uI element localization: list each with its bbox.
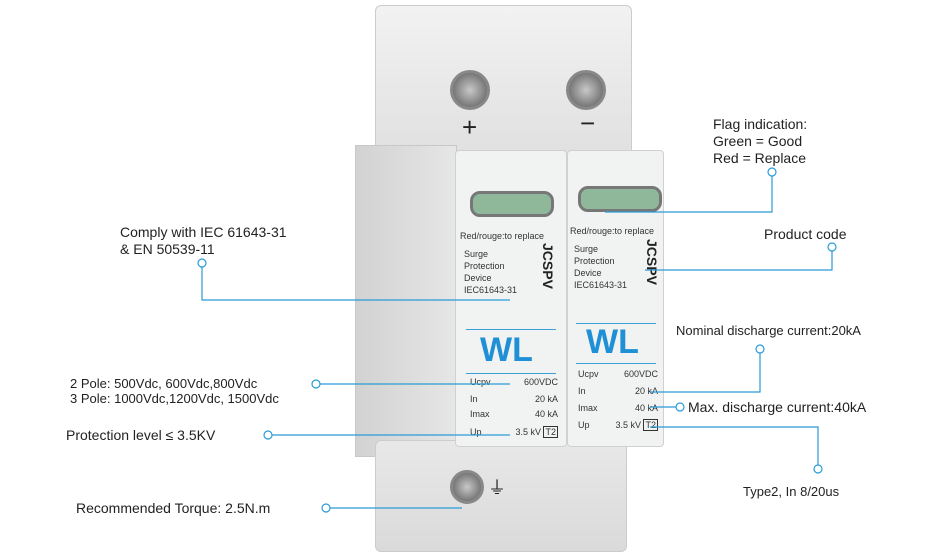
spec-value: 600VDC	[523, 377, 558, 387]
screw-minus-icon	[566, 70, 606, 110]
callout-text: Green = Good	[713, 133, 803, 149]
type-badge: T2	[543, 426, 558, 438]
poles-callout: 2 Pole: 500Vdc, 600Vdc,800Vdc 3 Pole: 10…	[70, 376, 279, 406]
product-code-line	[645, 250, 833, 271]
spec-value: 3.5 kV	[515, 427, 541, 437]
comply-callout: Comply with IEC 61643-31 & EN 50539-11	[120, 224, 287, 258]
plus-symbol: +	[462, 112, 478, 142]
flag-line	[605, 175, 773, 213]
module-text: Protection	[574, 256, 615, 266]
flag-window	[578, 186, 662, 212]
screw-plus-icon	[450, 70, 490, 110]
screw-ground-icon	[450, 470, 484, 504]
spec-key: In	[578, 386, 586, 396]
callout-text: 3 Pole: 1000Vdc,1200Vdc, 1500Vdc	[70, 391, 279, 406]
warning-text: Red/rouge:to replace	[460, 231, 545, 241]
type-callout: Type2, In 8/20us	[743, 484, 840, 499]
spec-value: 600VDC	[623, 369, 658, 379]
torque-callout: Recommended Torque: 2.5N.m	[76, 500, 271, 516]
callout-text: Flag indication:	[713, 116, 808, 132]
spec-key: Up	[470, 427, 482, 437]
type-line	[650, 426, 819, 466]
bottom-housing	[375, 440, 627, 552]
spec-value: 40 kA	[534, 409, 558, 419]
callout-text: 2 Pole: 500Vdc, 600Vdc,800Vdc	[70, 376, 258, 391]
logo: WL	[480, 331, 533, 369]
callout-text: Comply with IEC 61643-31	[120, 224, 287, 240]
nominal-callout: Nominal discharge current:20kA	[676, 323, 861, 338]
spec-key: Up	[578, 420, 590, 430]
spec-key: Ucpv	[470, 377, 491, 387]
module-text: IEC61643-31	[574, 280, 628, 290]
flag-callout: Flag indication: Green = Good Red = Repl…	[713, 116, 807, 167]
module-text: Protection	[464, 261, 505, 271]
spec-value: 40 kA	[634, 403, 658, 413]
flag-window	[470, 191, 554, 217]
module-text: Device	[464, 273, 492, 283]
callout-text: & EN 50539-11	[120, 241, 215, 257]
module-positive: Red/rouge:to replace Surge Protection De…	[455, 150, 567, 447]
spec-key: Ucpv	[578, 369, 599, 379]
brand-text: JCSPV	[540, 243, 556, 289]
minus-symbol: −	[580, 108, 596, 138]
callout-text: Red = Replace	[713, 150, 807, 166]
type-badge: T2	[643, 419, 658, 431]
max-callout: Max. discharge current:40kA	[688, 399, 867, 415]
spec-key: Imax	[578, 403, 598, 413]
ground-icon: ⏚	[488, 478, 506, 498]
module-text: IEC61643-31	[464, 285, 518, 295]
nominal-line	[650, 352, 761, 393]
spec-value: 3.5 kV	[615, 420, 641, 430]
comply-line	[201, 266, 510, 301]
module-negative: Red/rouge:to replace Surge Protection De…	[567, 150, 664, 447]
spec-value: 20 kA	[634, 386, 658, 396]
side-panel	[355, 145, 457, 457]
module-text: Surge	[464, 249, 489, 259]
product-code-callout: Product code	[764, 226, 847, 242]
spec-key: Imax	[470, 409, 490, 419]
protection-callout: Protection level ≤ 3.5KV	[66, 427, 216, 443]
spec-value: 20 kA	[534, 394, 558, 404]
warning-text: Red/rouge:to replace	[570, 226, 655, 236]
brand-text: JCSPV	[644, 239, 660, 285]
spec-key: In	[470, 394, 478, 404]
module-text: Device	[574, 268, 602, 278]
logo: WL	[586, 323, 639, 361]
module-text: Surge	[574, 244, 599, 254]
